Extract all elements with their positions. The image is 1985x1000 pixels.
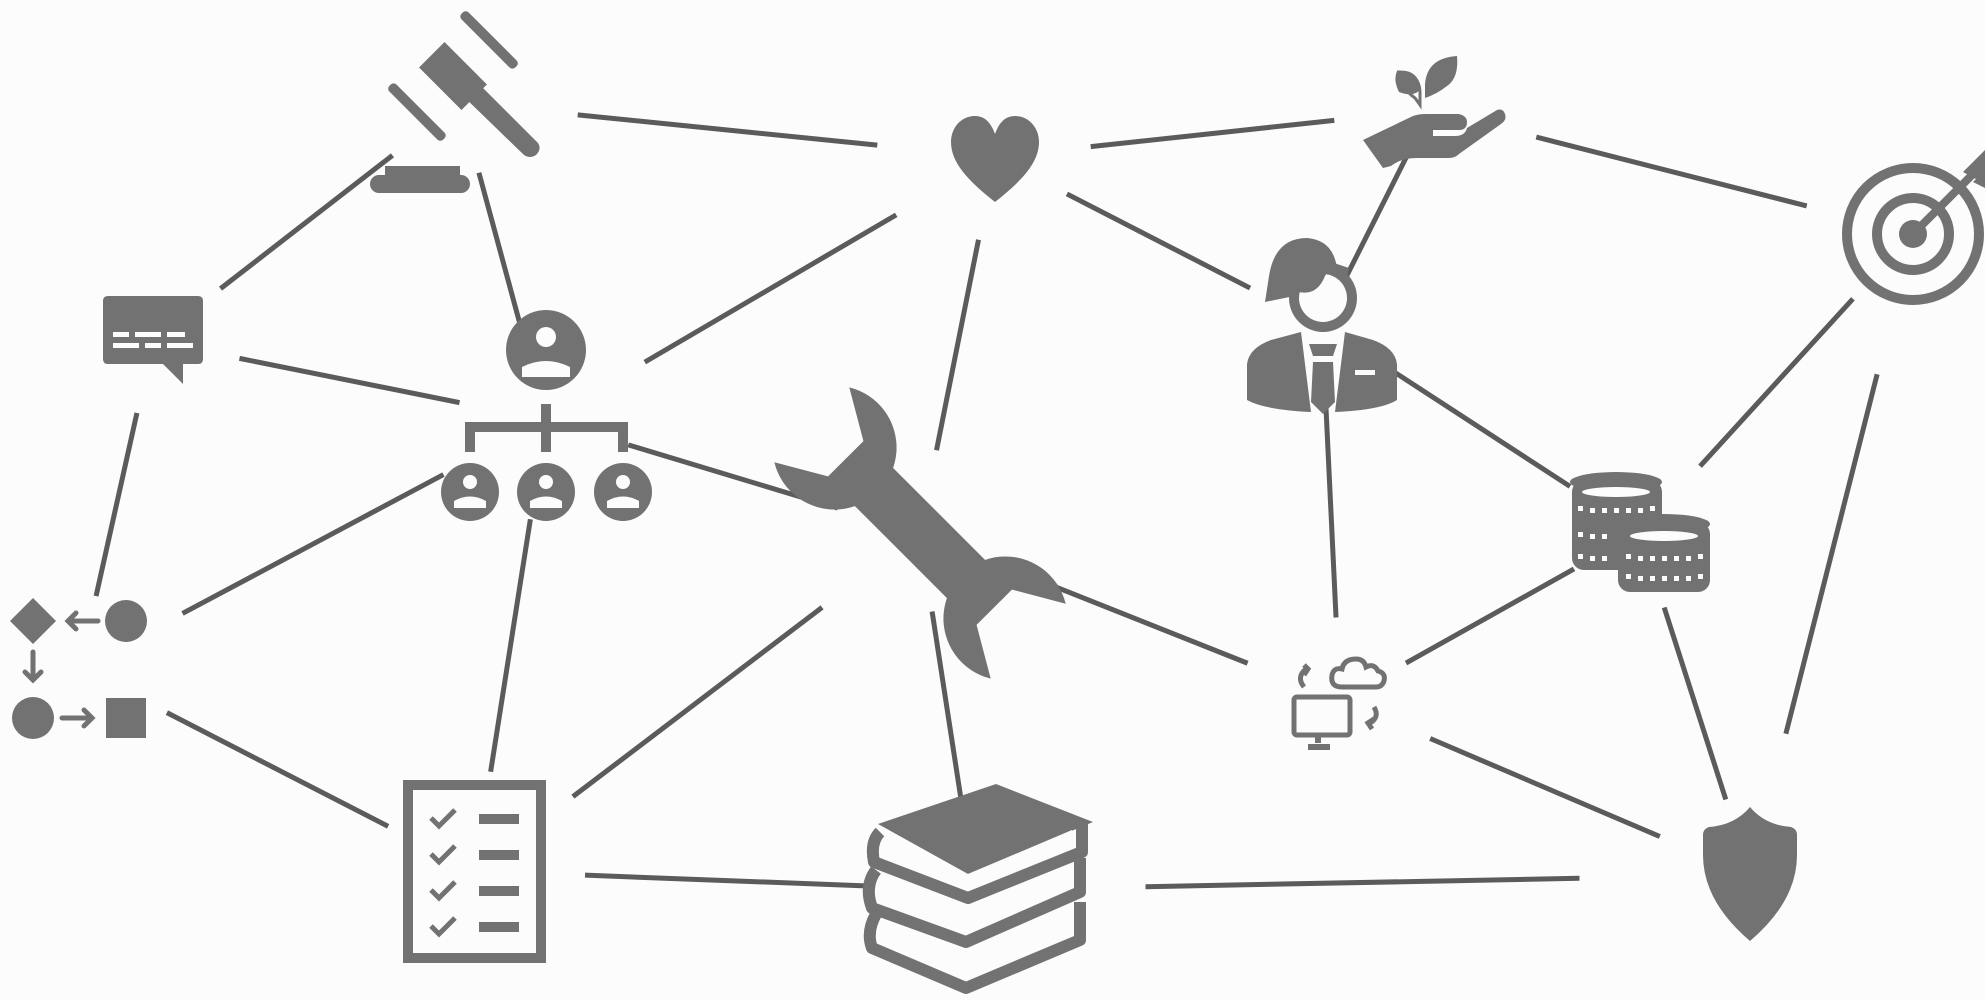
connector-heart-wrench — [934, 239, 981, 451]
connector-target-shield — [1783, 373, 1880, 735]
connector-checklist-books — [584, 872, 866, 889]
shield-icon — [1693, 805, 1808, 945]
connector-target-coins — [1698, 297, 1855, 468]
target-icon — [1835, 148, 1985, 318]
connector-plant-manager — [1343, 156, 1409, 279]
org-chart-icon — [440, 310, 655, 525]
connector-plant-target — [1535, 134, 1808, 209]
connector-flow-checklist — [165, 710, 390, 829]
flowchart-icon — [8, 596, 153, 741]
coins-icon — [1568, 470, 1713, 595]
connector-chat-flow — [93, 412, 140, 597]
wrench-icon — [755, 368, 1085, 698]
hand-plant-icon — [1355, 50, 1510, 168]
connector-wrench-checklist — [571, 605, 824, 799]
businessman-icon — [1245, 232, 1400, 417]
connector-coins-shield — [1661, 606, 1729, 801]
connector-coins-cloud — [1404, 566, 1576, 666]
connector-heart-plant — [1090, 117, 1335, 150]
connector-gavel-heart — [577, 112, 878, 148]
connector-heart-manager — [1065, 191, 1252, 291]
books-icon — [858, 782, 1093, 1000]
connector-manager-cloud — [1323, 407, 1339, 618]
connector-heart-org — [643, 212, 898, 365]
connector-books-shield — [1145, 875, 1580, 890]
connector-manager-coins — [1390, 368, 1572, 489]
connector-wrench-books — [929, 611, 966, 812]
gavel-icon — [365, 8, 555, 198]
cloud-computer-icon — [1290, 647, 1390, 755]
chat-bubble-icon — [103, 296, 203, 386]
connector-org-checklist — [488, 518, 533, 773]
connector-org-flow — [181, 472, 445, 616]
heart-icon — [945, 110, 1045, 205]
connector-gavel-chat — [219, 153, 394, 291]
checklist-icon — [403, 780, 546, 963]
connector-cloud-shield — [1429, 736, 1661, 839]
connector-chat-org — [238, 355, 461, 406]
